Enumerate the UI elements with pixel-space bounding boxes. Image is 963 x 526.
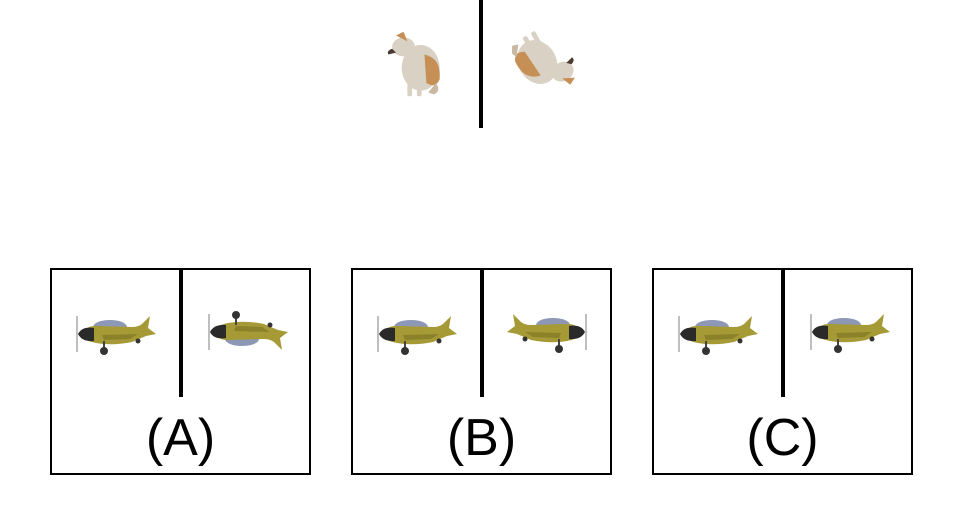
option-divider xyxy=(179,270,183,397)
option-label: (B) xyxy=(446,409,517,467)
example-divider xyxy=(479,0,483,128)
airplane-image-mirrored xyxy=(507,314,587,353)
airplane-image-original xyxy=(377,316,457,355)
option-divider xyxy=(480,270,484,397)
dog-image-transformed xyxy=(512,24,578,100)
option-label: (A) xyxy=(145,409,216,467)
option-a-box[interactable]: (A) xyxy=(50,268,311,475)
airplane-image-original xyxy=(678,316,758,355)
option-label: (C) xyxy=(746,409,819,467)
dog-image-original xyxy=(387,31,440,97)
option-divider xyxy=(781,270,785,397)
option-b-box[interactable]: (B) xyxy=(351,268,612,475)
option-c-box[interactable]: (C) xyxy=(652,268,913,475)
airplane-image-flipped-vertical xyxy=(208,311,288,350)
airplane-image-same xyxy=(810,314,890,353)
airplane-image-original xyxy=(76,316,156,355)
